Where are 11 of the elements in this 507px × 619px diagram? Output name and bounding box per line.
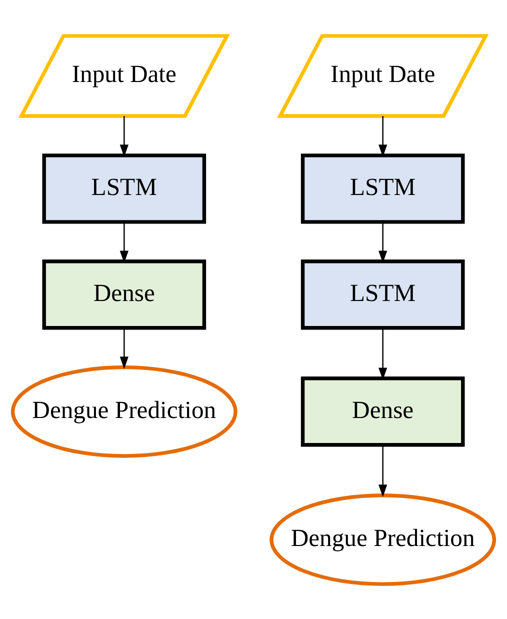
node-box: LSTM bbox=[42, 153, 206, 224]
node-ellipse: Dengue Prediction bbox=[270, 493, 496, 586]
node-box: LSTM bbox=[300, 259, 465, 330]
node-box: LSTM bbox=[300, 153, 465, 224]
arrow bbox=[120, 116, 128, 156]
node-box: Dense bbox=[42, 259, 206, 330]
node-ellipse: Dengue Prediction bbox=[10, 364, 238, 458]
node-box: Dense bbox=[300, 376, 465, 446]
arrow bbox=[378, 116, 388, 156]
arrow bbox=[378, 444, 388, 497]
arrow bbox=[120, 328, 128, 368]
